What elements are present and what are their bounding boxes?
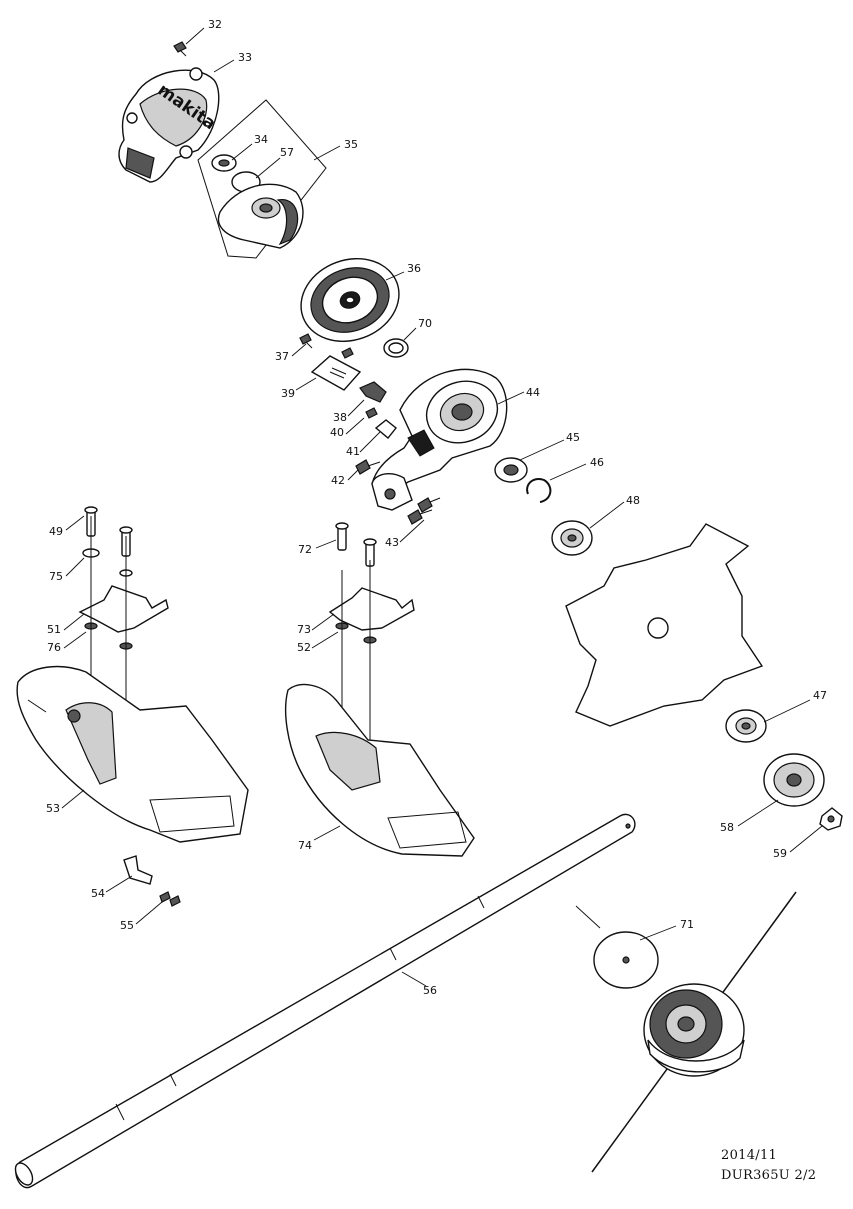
part-41-block: [374, 419, 397, 439]
callout-39: 39: [281, 387, 295, 400]
callout-73: 73: [297, 623, 311, 636]
callout-72: 72: [298, 543, 312, 556]
part-34-bearing: [211, 154, 237, 172]
callout-71: 71: [680, 918, 694, 931]
metal-blade: [565, 523, 764, 727]
callout-numbers: 32 33 34 35 57 36 70 37 39 44 38 40 41 4…: [46, 18, 827, 997]
part-46-circlip: [526, 478, 552, 503]
callout-33: 33: [238, 51, 252, 64]
callout-56: 56: [423, 984, 437, 997]
callout-47: 47: [813, 689, 827, 702]
part-70-ring: [383, 338, 409, 358]
callout-75: 75: [49, 570, 63, 583]
part-54-bracket: [123, 855, 153, 885]
callout-48: 48: [626, 494, 640, 507]
callout-51: 51: [47, 623, 61, 636]
part-71-cover: [593, 931, 659, 989]
callout-46: 46: [590, 456, 604, 469]
part-40-screw: [365, 407, 378, 419]
callout-36: 36: [407, 262, 421, 275]
part-74-guard: [284, 683, 475, 857]
part-35-motor-cover-assembly: [197, 99, 327, 259]
part-58-protector: [763, 753, 825, 807]
part-43-bolts: [407, 497, 441, 525]
part-59-nut: [819, 807, 843, 831]
footer-model-page: DUR365U 2/2: [721, 1168, 817, 1183]
callout-74: 74: [298, 839, 312, 852]
part-73-bracket: [328, 587, 415, 631]
callout-58: 58: [720, 821, 734, 834]
part-48-washer: [551, 520, 593, 556]
leader-lines: [61, 27, 823, 987]
part-45-bearing: [494, 457, 528, 483]
callout-41: 41: [346, 445, 360, 458]
callout-59: 59: [773, 847, 787, 860]
callout-45: 45: [566, 431, 580, 444]
part-32-screw: [173, 41, 187, 57]
part-51-bracket: [78, 585, 169, 633]
part-37-screw: [299, 333, 313, 349]
callout-53: 53: [46, 802, 60, 815]
callout-55: 55: [120, 919, 134, 932]
part-47-washer: [725, 709, 767, 743]
callout-54: 54: [91, 887, 105, 900]
part-33-handle-cover: makita: [118, 67, 220, 183]
callout-32: 32: [208, 18, 222, 31]
callout-76: 76: [47, 641, 61, 654]
callout-43: 43: [385, 536, 399, 549]
nylon-cutting-head: [591, 891, 797, 1173]
part-55-screws: [159, 891, 181, 907]
callout-37: 37: [275, 350, 289, 363]
callout-70: 70: [418, 317, 432, 330]
part-56-shaft: [14, 813, 636, 1189]
callout-44: 44: [526, 386, 540, 399]
callout-57: 57: [280, 146, 294, 159]
part-39-screw: [341, 347, 354, 359]
callout-38: 38: [333, 411, 347, 424]
callout-42: 42: [331, 474, 345, 487]
part-39-plate: [310, 355, 362, 391]
part-38-lever: [359, 381, 387, 403]
part-44-gear-housing: [371, 368, 508, 511]
callout-35: 35: [344, 138, 358, 151]
callout-52: 52: [297, 641, 311, 654]
part-36-gear-cover: [300, 258, 400, 342]
part-72-bolts: [335, 522, 377, 567]
part-53-guard: [16, 665, 249, 843]
callout-34: 34: [254, 133, 268, 146]
footer-date: 2014/11: [721, 1148, 778, 1163]
callout-40: 40: [330, 426, 344, 439]
part-42-bolt: [355, 459, 381, 475]
callout-49: 49: [49, 525, 63, 538]
